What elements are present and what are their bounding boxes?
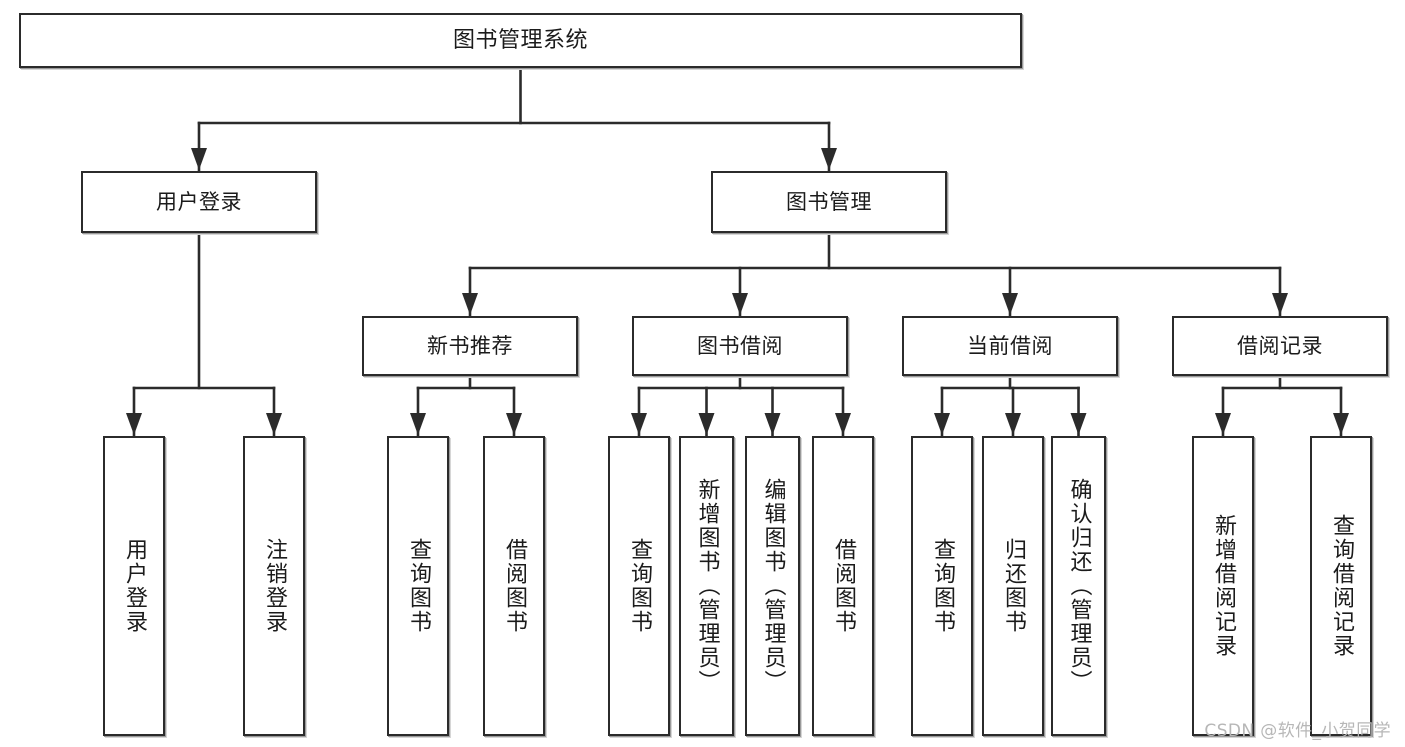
edge-arrowhead <box>1215 413 1231 435</box>
node-leaf-query-book-1[interactable]: 查询图书 <box>387 436 449 736</box>
node-label-leaf-add-record: 新增借阅记录 <box>1211 514 1236 658</box>
node-leaf-query-book-2[interactable]: 查询图书 <box>608 436 670 736</box>
node-label-user-login: 用户登录 <box>156 189 242 214</box>
edge-arrowhead <box>1002 293 1018 315</box>
node-label-leaf-logout: 注销登录 <box>262 538 287 634</box>
node-label-new-book-rec: 新书推荐 <box>427 333 513 358</box>
node-root[interactable]: 图书管理系统 <box>19 13 1022 68</box>
edge-arrowhead <box>506 413 522 435</box>
edge-arrowhead <box>126 413 142 435</box>
node-borrow-record[interactable]: 借阅记录 <box>1172 316 1388 376</box>
edge-arrowhead <box>191 148 207 170</box>
node-leaf-query-record[interactable]: 查询借阅记录 <box>1310 436 1372 736</box>
node-leaf-edit-book[interactable]: 编辑图书（管理员） <box>745 436 800 736</box>
node-book-manage[interactable]: 图书管理 <box>711 171 947 233</box>
node-book-borrow[interactable]: 图书借阅 <box>632 316 848 376</box>
edge-arrowhead <box>1070 413 1087 435</box>
node-label-leaf-query-book-1: 查询图书 <box>406 538 431 634</box>
node-label-book-manage: 图书管理 <box>786 189 872 214</box>
node-leaf-borrow-book-1[interactable]: 借阅图书 <box>483 436 545 736</box>
node-label-root: 图书管理系统 <box>452 27 588 53</box>
node-label-leaf-confirm-return: 确认归还（管理员） <box>1066 478 1092 694</box>
watermark: CSDN @软件_小贺同学 <box>1204 721 1391 741</box>
edge-arrowhead <box>934 413 950 435</box>
node-label-book-borrow: 图书借阅 <box>697 333 783 358</box>
node-label-current-borrow: 当前借阅 <box>967 333 1053 358</box>
edge-arrowhead <box>764 413 781 435</box>
node-leaf-add-record[interactable]: 新增借阅记录 <box>1192 436 1254 736</box>
node-current-borrow[interactable]: 当前借阅 <box>902 316 1118 376</box>
edge-arrowhead <box>821 148 837 170</box>
edge-arrowhead <box>835 413 851 435</box>
node-leaf-user-login[interactable]: 用户登录 <box>103 436 165 736</box>
node-label-leaf-query-book-2: 查询图书 <box>627 538 652 634</box>
edge-arrowhead <box>410 413 426 435</box>
node-label-borrow-record: 借阅记录 <box>1237 333 1323 358</box>
edge-arrowhead <box>1272 293 1288 315</box>
node-leaf-borrow-book-2[interactable]: 借阅图书 <box>812 436 874 736</box>
node-leaf-return-book[interactable]: 归还图书 <box>982 436 1044 736</box>
edge-arrowhead <box>1333 413 1349 435</box>
edge-arrowhead <box>1005 413 1021 435</box>
node-leaf-logout[interactable]: 注销登录 <box>243 436 305 736</box>
node-label-leaf-user-login: 用户登录 <box>122 538 147 634</box>
edge-arrowhead <box>266 413 282 435</box>
node-leaf-query-book-3[interactable]: 查询图书 <box>911 436 973 736</box>
edge-arrowhead <box>698 413 715 435</box>
node-new-book-rec[interactable]: 新书推荐 <box>362 316 578 376</box>
node-label-leaf-edit-book: 编辑图书（管理员） <box>760 478 786 694</box>
edge-arrowhead <box>732 293 748 315</box>
edge-arrowhead <box>462 293 478 315</box>
node-label-leaf-borrow-book-1: 借阅图书 <box>502 538 527 634</box>
edge-arrowhead <box>631 413 647 435</box>
node-label-leaf-query-record: 查询借阅记录 <box>1329 514 1354 658</box>
node-label-leaf-query-book-3: 查询图书 <box>930 538 955 634</box>
node-label-leaf-return-book: 归还图书 <box>1001 538 1026 634</box>
node-leaf-add-book[interactable]: 新增图书（管理员） <box>679 436 734 736</box>
node-label-leaf-borrow-book-2: 借阅图书 <box>831 538 856 634</box>
node-label-leaf-add-book: 新增图书（管理员） <box>694 478 720 694</box>
node-user-login[interactable]: 用户登录 <box>81 171 317 233</box>
node-leaf-confirm-return[interactable]: 确认归还（管理员） <box>1051 436 1106 736</box>
